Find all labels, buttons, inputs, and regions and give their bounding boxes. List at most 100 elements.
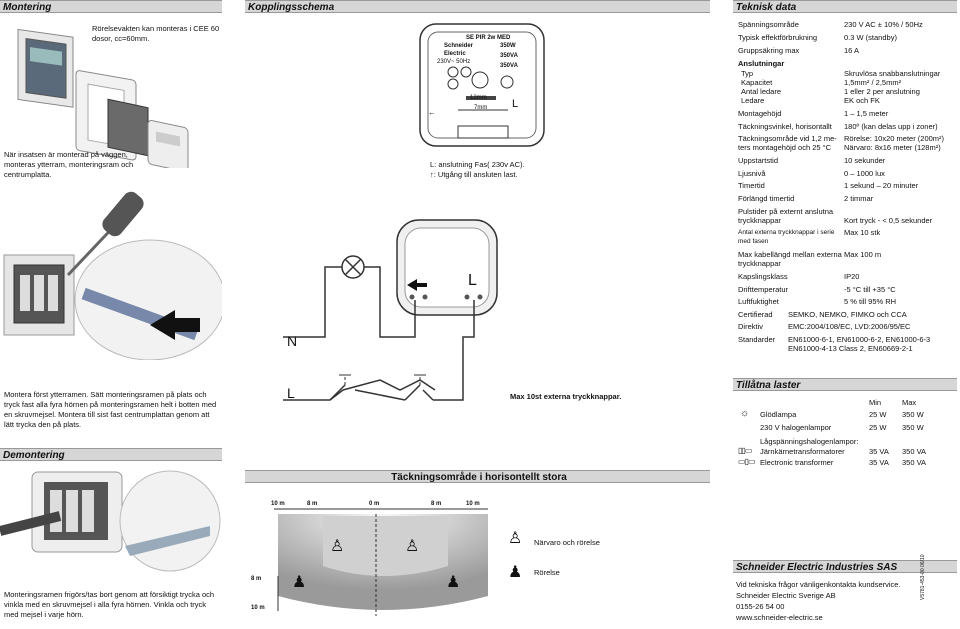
coverage-top-label-3: 8 m <box>431 501 442 507</box>
spec-key-2: tryckknappar <box>738 216 781 225</box>
spec2-row-3: Uppstartstid 10 sekunder <box>738 156 958 165</box>
spec3-row-2: Standarder EN61000-6-1, EN61000-6-2, EN6… <box>738 335 958 353</box>
spec2-row-12: Luftfuktighet 5 % till 95% RH <box>738 297 958 306</box>
spec-key: Timertid <box>738 181 765 190</box>
spec-key-2: med fasen <box>738 238 769 245</box>
spec-key: Certifierad <box>738 310 773 319</box>
output-arrow-icon: ↑ <box>430 170 434 179</box>
coverage-side-label-1: 10 m <box>251 605 265 611</box>
load-row-1-min: 25 W <box>869 423 887 432</box>
anslutningar-title: Anslutningar <box>738 59 785 68</box>
bulb-icon: ☼ <box>740 408 750 419</box>
spec-row-1: Typisk effektförbrukning 0.3 W (standby) <box>738 33 958 42</box>
coverage-top-label-4: 10 m <box>466 501 480 507</box>
spec-value: Max 10 stk <box>844 228 881 237</box>
spec-value: Max 100 m <box>844 250 882 259</box>
spec-key-2: tryckknappar <box>738 259 781 268</box>
montering-header: Montering <box>0 0 222 13</box>
spec-value-2: Närvaro: 8x16 meter (128m²) <box>844 143 941 152</box>
spec-key: Täckningsvinkel, horisontallt <box>738 122 832 131</box>
spec-value: 230 V AC ± 10% / 50Hz <box>844 20 923 29</box>
montering-text-2: När insatsen är monterad på väggen, mont… <box>4 150 134 179</box>
anslutningar-row-1: Kapacitet 1,5mm² / 2,5mm² <box>738 78 958 87</box>
electronic-transformer-icon: ▭▯▭ <box>738 457 756 466</box>
max-pushbuttons-note: Max 10st externa tryckknappar. <box>510 392 622 401</box>
contact-line-1: Vid tekniska frågor vänligenkontakta kun… <box>736 580 901 589</box>
spec2-row-4: Ljusnivå 0 – 1000 lux <box>738 169 958 178</box>
spec-value: 1 eller 2 per anslutning <box>844 87 920 96</box>
legend-presence-label: Närvaro och rörelse <box>534 538 600 547</box>
loads-max-header: Max <box>902 398 917 407</box>
device-L-terminal: L <box>512 98 519 110</box>
coverage-top-label-2: 0 m <box>369 501 380 507</box>
spec2-row-5: Timertid 1 sekund – 20 minuter <box>738 181 958 190</box>
spec-key: Max kabellängd mellan externa <box>738 250 842 259</box>
load-row-2-min: 35 VA <box>869 447 889 456</box>
load-row-0-max: 350 W <box>902 410 924 419</box>
load-row-3-min: 35 VA <box>869 458 889 467</box>
load-row-1-label: 230 V halogenlampor <box>760 423 832 432</box>
load-row-1-max: 350 W <box>902 423 924 432</box>
spec2-row-9: Max kabellängd mellan externa tryckknapp… <box>738 250 958 268</box>
spec-value: 180º (kan delas upp i zoner) <box>844 122 938 131</box>
coverage-header: Täckningsområde i horisontellt stora <box>245 470 710 483</box>
device-brand-label: Schneider Electric <box>444 43 474 57</box>
motion-person-icon-1: ♟ <box>292 574 307 591</box>
demontering-header: Demontering <box>0 448 222 461</box>
device-rating-2: 350VA <box>500 53 518 59</box>
load-row-0-min: 25 W <box>869 410 887 419</box>
spec-key: Ljusnivå <box>738 169 766 178</box>
spec2-row-0: Montagehöjd 1 – 1,5 meter <box>738 109 958 118</box>
load-row-2-max: 350 VA <box>902 447 927 456</box>
spec-key: Gruppsäkring max <box>738 46 800 55</box>
spec-key: Spänningsområde <box>738 20 799 29</box>
wiring-L-label: L <box>287 385 295 401</box>
wiring-legend-2-text: : Utgång till ansluten last. <box>433 170 518 179</box>
spec2-row-6: Förlängd timertid 2 timmar <box>738 194 958 203</box>
load-row-3-max: 350 VA <box>902 458 927 467</box>
contact-website-link[interactable]: www.schneider-electric.se <box>736 613 823 622</box>
spec-key: Direktiv <box>738 322 764 331</box>
spec-value: EN61000-6-1, EN61000-6-2, EN61000-6-3 <box>788 335 931 344</box>
device-model-label: SE PIR 2w MED <box>466 35 511 41</box>
demontering-text: Monteringsramen frigörs/tas bort genom a… <box>4 590 215 619</box>
contact-line-3: 0155-26 54 00 <box>736 602 785 611</box>
device-voltage-label: 230V~ 50Hz <box>437 59 471 65</box>
spec-key: Förlängd timertid <box>738 194 795 203</box>
document-reference: V5781-453-00 06/10 <box>920 554 926 600</box>
spec-key: Pulstider på externt anslutna <box>738 207 834 216</box>
load-row-0-label: Glödlampa <box>760 410 797 419</box>
spec2-row-1: Täckningsvinkel, horisontallt 180º (kan … <box>738 122 958 131</box>
legend-motion-icon: ♟ <box>508 564 523 581</box>
presence-person-icon-1: ♙ <box>330 538 345 555</box>
spec-key: Ledare <box>741 96 765 105</box>
demontering-illustration <box>0 470 221 572</box>
spec-key: Standarder <box>738 335 776 344</box>
lowvolt-label: Lågspänningshalogenlampor: <box>760 437 859 446</box>
device-front-L-label: L <box>468 272 477 289</box>
spec-key: Antal externa tryckknappar i serie <box>738 229 835 236</box>
spec-value: IP20 <box>844 272 860 281</box>
legend-presence-icon: ♙ <box>508 530 523 547</box>
spec-value: SEMKO, NEMKO, FIMKO och CCA <box>788 310 907 319</box>
spec2-row-7: Pulstider på externt anslutna tryckknapp… <box>738 207 958 225</box>
spec-key: Antal ledare <box>741 87 782 96</box>
spec-key: Drifttemperatur <box>738 285 789 294</box>
montering-text-1: Rörelsevakten kan monteras i CEE 60 doso… <box>92 24 220 43</box>
spec-value: 1,5mm² / 2,5mm² <box>844 78 902 87</box>
spec-value-2: EN61000-4-13 Class 2, EN60669-2-1 <box>788 344 913 353</box>
spec-key: Kapacitet <box>741 78 773 87</box>
device-back-diagram: ← <box>419 23 545 147</box>
coverage-top-label-1: 8 m <box>307 501 318 507</box>
spec-key: Uppstartstid <box>738 156 779 165</box>
screwdriver-mounting-illustration <box>3 191 222 360</box>
wiring-schematic <box>283 219 498 401</box>
load-row-3-label: Electronic transformer <box>760 458 834 467</box>
coverage-top-label-0: 10 m <box>271 501 285 507</box>
wiring-N-label: N <box>287 333 298 349</box>
spec-value: 5 % till 95% RH <box>844 297 897 306</box>
spec-key: Montagehöjd <box>738 109 782 118</box>
montering-text-3: Montera först ytterramen. Sätt montering… <box>4 390 217 429</box>
load-row-2-label: Järnkärnetransformatorer <box>760 447 845 456</box>
wiring-legend-1: L: anslutning Fas( 230v AC). <box>430 160 525 169</box>
